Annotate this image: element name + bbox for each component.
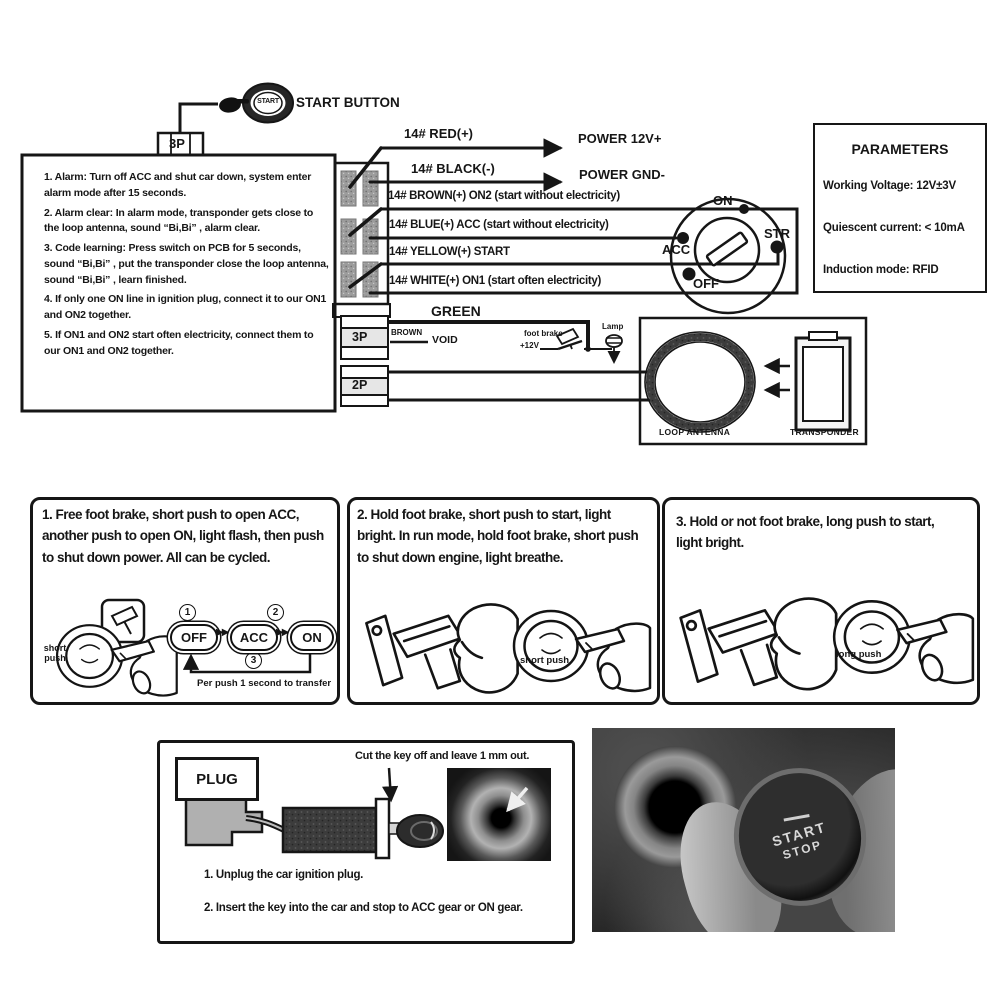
- switch-pos-str: STR: [764, 226, 790, 241]
- wire-target-power12v: POWER 12V+: [578, 131, 662, 146]
- green-wire-label: GREEN: [431, 303, 481, 319]
- wire-label-black: 14# BLACK(-): [411, 161, 495, 176]
- control-box-notes: 1. Alarm: Turn off ACC and shut car down…: [44, 170, 330, 363]
- install-step-2: 2. Insert the key into the car and stop …: [204, 902, 523, 914]
- state-pill-off: OFF: [170, 624, 218, 651]
- loop-antenna-linework: [638, 316, 868, 446]
- parameter-voltage: Working Voltage: 12V±3V: [823, 180, 956, 192]
- brown-wire-label: BROWN: [391, 328, 423, 337]
- panel1-text: 1. Free foot brake, short push to open A…: [42, 507, 324, 565]
- cut-key-note: Cut the key off and leave 1 mm out.: [355, 750, 530, 762]
- panel1-loop-note: Per push 1 second to transfer: [197, 678, 332, 689]
- loop-antenna-label: LOOP ANTENNA: [659, 427, 731, 437]
- plus12v-label: +12V: [520, 341, 539, 350]
- panel3-push-label: long push: [836, 649, 882, 660]
- mid-connector-2p-label: 2P: [352, 378, 368, 392]
- wire-label-yellow: 14# YELLOW(+) START: [389, 246, 510, 258]
- top-connector-3p-label: 3P: [169, 136, 185, 151]
- state-pill-on: ON: [290, 624, 334, 651]
- note-4: 4. If only one ON line in ignition plug,…: [44, 293, 327, 321]
- plug-label-box: PLUG: [175, 757, 259, 801]
- installed-button-photo: START STOP: [592, 728, 895, 932]
- state-pill-acc: ACC: [230, 624, 278, 651]
- state-arrow-1: ▶▶: [216, 627, 229, 638]
- start-button-text: START: [257, 98, 279, 105]
- parameters-box: PARAMETERS Working Voltage: 12V±3V Quies…: [813, 123, 987, 293]
- note-2: 2. Alarm clear: In alarm mode, transpond…: [44, 206, 314, 235]
- panel1-mark-2: 2: [267, 604, 284, 621]
- panel2-text: 2. Hold foot brake, short push to start,…: [357, 507, 639, 565]
- panel1-mark-3: 3: [245, 652, 262, 669]
- wire-target-powergnd: POWER GND-: [579, 167, 665, 182]
- wire-label-white: 14# WHITE(+) ON1 (start often electricit…: [389, 275, 602, 287]
- keyhole-inset-photo: [447, 768, 551, 861]
- start-button-label: START BUTTON: [296, 95, 400, 110]
- mid-connector-3p-label: 3P: [352, 330, 368, 344]
- wire-label-blue: 14# BLUE(+) ACC (start without electrici…: [389, 219, 609, 231]
- parameters-title: PARAMETERS: [851, 141, 949, 157]
- switch-pos-on: ON: [713, 193, 733, 208]
- panel2-push-label: short push: [520, 655, 570, 666]
- parameter-current: Quiescent current: < 10mA: [823, 222, 965, 234]
- note-5: 5. If ON1 and ON2 start often electricit…: [44, 328, 314, 357]
- wire-label-brown: 14# BROWN(+) ON2 (start without electric…: [388, 190, 620, 202]
- void-label: VOID: [432, 334, 458, 346]
- install-step-1: 1. Unplug the car ignition plug.: [204, 869, 364, 881]
- state-arrow-2: ▶▶: [276, 627, 289, 638]
- parameter-induction: Induction mode: RFID: [823, 264, 939, 276]
- panel1-push-label: short push: [43, 643, 67, 664]
- panel3-text: 3. Hold or not foot brake, long push to …: [676, 514, 935, 551]
- transponder-label: TRANSPONDER: [790, 427, 859, 437]
- note-3: 3. Code learning: Press switch on PCB fo…: [44, 242, 329, 286]
- plug-label: PLUG: [196, 770, 238, 788]
- switch-pos-acc: ACC: [662, 242, 691, 257]
- note-1: 1. Alarm: Turn off ACC and shut car down…: [44, 171, 312, 199]
- panel1-mark-1: 1: [179, 604, 196, 621]
- foot-brake-label: foot brake: [524, 329, 563, 338]
- lamp-label: Lamp: [602, 322, 624, 331]
- wire-label-red: 14# RED(+): [404, 126, 473, 141]
- switch-pos-off: OFF: [693, 276, 719, 291]
- button-dash: [783, 813, 810, 822]
